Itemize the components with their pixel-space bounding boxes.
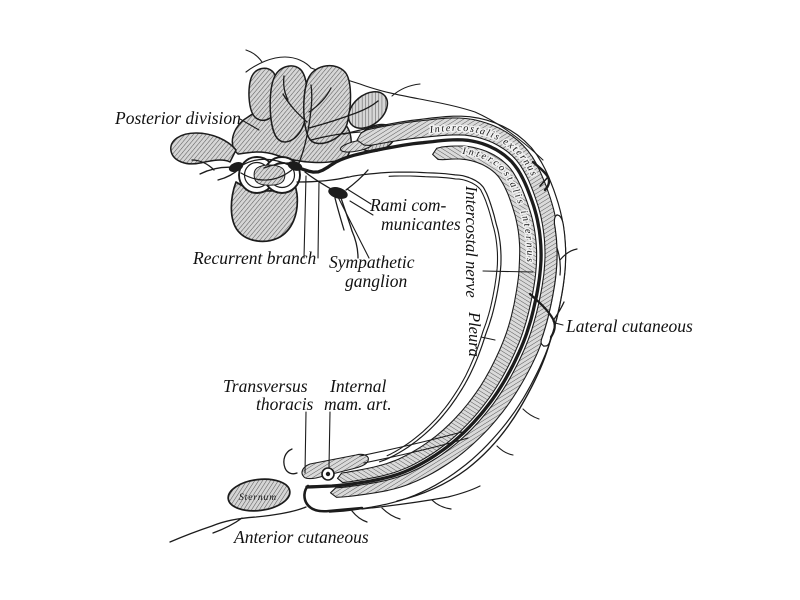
svg-text:mam. art.: mam. art.	[324, 394, 392, 414]
svg-text:municantes: municantes	[381, 214, 461, 234]
svg-text:Pleura: Pleura	[465, 311, 484, 357]
svg-text:thoracis: thoracis	[256, 394, 314, 414]
svg-text:Transversus: Transversus	[223, 376, 308, 396]
svg-text:ganglion: ganglion	[345, 271, 407, 291]
svg-text:Sternum: Sternum	[239, 493, 277, 503]
svg-text:Lateral cutaneous: Lateral cutaneous	[565, 316, 693, 336]
svg-text:Recurrent branch: Recurrent branch	[192, 248, 317, 268]
svg-text:Posterior division: Posterior division	[114, 108, 241, 128]
svg-text:Sympathetic: Sympathetic	[329, 252, 415, 272]
svg-text:Internal: Internal	[329, 376, 387, 396]
svg-text:Anterior cutaneous: Anterior cutaneous	[233, 527, 369, 547]
svg-text:Intercostal nerve: Intercostal nerve	[462, 185, 481, 298]
svg-text:Rami com-: Rami com-	[369, 195, 446, 215]
